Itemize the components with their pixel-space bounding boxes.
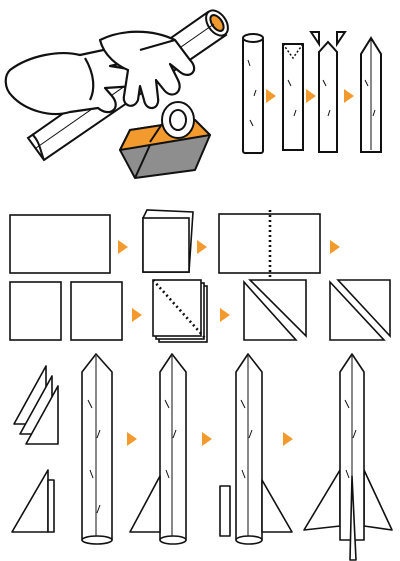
arrow-icon bbox=[202, 432, 212, 446]
paper-half-right bbox=[70, 281, 123, 341]
paper-stack-diagonal-cut bbox=[152, 279, 208, 343]
fin-triangles-stack bbox=[13, 365, 59, 445]
tube-stage-4 bbox=[360, 36, 382, 153]
paper-cut-triangles-2 bbox=[329, 279, 391, 341]
arrow-icon bbox=[266, 89, 276, 103]
section-attach-fins bbox=[11, 353, 393, 561]
hands-rolling-tube-icon bbox=[4, 30, 196, 116]
rocket-finished bbox=[303, 353, 393, 561]
paper-half-left bbox=[9, 281, 62, 341]
tube-stage-3 bbox=[309, 31, 347, 153]
fin-triangle-single bbox=[11, 469, 55, 533]
section-fold-paper bbox=[9, 209, 391, 343]
arrow-icon bbox=[220, 308, 230, 322]
rocket-stage-1 bbox=[81, 353, 113, 545]
paper-sheet bbox=[9, 214, 111, 274]
arrow-icon bbox=[127, 432, 137, 446]
arrow-icon bbox=[283, 432, 293, 446]
tube-stage-2 bbox=[282, 43, 304, 151]
arrow-icon bbox=[330, 240, 340, 254]
arrow-icon bbox=[118, 240, 128, 254]
section-roll-tube bbox=[4, 9, 382, 179]
arrow-icon bbox=[344, 89, 354, 103]
tape-dispenser-icon bbox=[119, 101, 211, 179]
paper-cut-triangles-1 bbox=[243, 279, 307, 341]
paper-sheet-cut-line bbox=[218, 210, 321, 277]
arrow-icon bbox=[197, 240, 207, 254]
rocket-stage-2 bbox=[129, 353, 187, 545]
arrow-icon bbox=[132, 308, 142, 322]
paper-sheet-folded bbox=[142, 209, 194, 273]
rocket-stage-3 bbox=[219, 353, 293, 545]
arrow-icon bbox=[306, 89, 316, 103]
tube-stage-1 bbox=[242, 33, 264, 154]
